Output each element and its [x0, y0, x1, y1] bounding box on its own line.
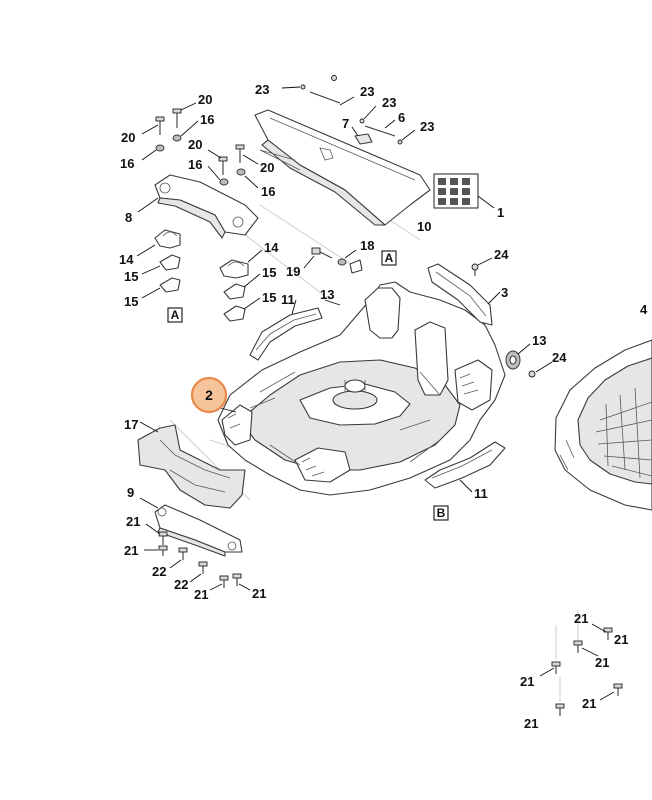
label-21-c: 21 — [194, 587, 208, 602]
part-15-clamp-left-a[interactable] — [141, 254, 181, 275]
label-21-b: 21 — [124, 543, 138, 558]
highlight-marker-part-2[interactable]: 2 — [190, 376, 237, 414]
label-15-b: 15 — [124, 294, 138, 309]
part-13-plug[interactable] — [324, 299, 341, 306]
label-14-right: 14 — [264, 240, 279, 255]
label-10: 10 — [417, 219, 431, 234]
label-23-d: 23 — [420, 119, 434, 134]
label-13-right: 13 — [532, 333, 546, 348]
label-20-b: 20 — [121, 130, 135, 145]
part-7-clip[interactable] — [351, 126, 373, 145]
label-16-c: 16 — [188, 157, 202, 172]
label-18: 18 — [360, 238, 374, 253]
ref-label: B — [437, 506, 446, 520]
label-20-c: 20 — [188, 137, 202, 152]
label-23-a: 23 — [255, 82, 269, 97]
reference-marker-b: B — [433, 505, 449, 521]
part-24-screw-upper[interactable] — [471, 257, 493, 276]
part-24-screw-lower[interactable] — [528, 361, 553, 378]
label-21-d: 21 — [252, 586, 266, 601]
label-24-upper: 24 — [494, 247, 509, 262]
part-11-upper-rail[interactable] — [249, 299, 323, 361]
label-22-b: 22 — [174, 577, 188, 592]
highlight-label: 2 — [205, 387, 213, 403]
part-22-screws[interactable] — [169, 547, 208, 583]
label-16-b: 16 — [120, 156, 134, 171]
part-4-grass-catcher[interactable] — [554, 339, 652, 511]
label-13-upper: 13 — [320, 287, 334, 302]
part-18-spacer[interactable] — [337, 249, 363, 274]
label-19: 19 — [286, 264, 300, 279]
part-9-mounting-bracket[interactable] — [139, 497, 243, 557]
label-11-lower: 11 — [474, 486, 488, 501]
part-21-screws-left[interactable] — [144, 523, 251, 591]
part-17-discharge-chute[interactable] — [137, 421, 246, 509]
part-number-labels: 1 3 4 6 7 8 9 10 11 11 13 13 14 14 15 15… — [119, 82, 648, 731]
part-13-grommet-right[interactable] — [505, 343, 531, 370]
part-15-clamp-left-b[interactable] — [141, 277, 181, 299]
label-20-a: 20 — [198, 92, 212, 107]
part-16-washers[interactable] — [141, 120, 259, 189]
label-1: 1 — [497, 205, 504, 220]
part-11-lower-rail[interactable] — [424, 441, 506, 493]
label-9: 9 — [127, 485, 134, 500]
part-2-mower-deck[interactable] — [217, 281, 506, 496]
label-15-d: 15 — [262, 290, 276, 305]
part-15-clamp-right-b[interactable] — [223, 297, 261, 322]
label-23-b: 23 — [360, 84, 374, 99]
label-21-f: 21 — [614, 632, 628, 647]
label-21-i: 21 — [582, 696, 596, 711]
part-23-pins[interactable] — [281, 75, 416, 145]
label-21-a: 21 — [126, 514, 140, 529]
label-21-g: 21 — [595, 655, 609, 670]
part-20-bolts[interactable] — [141, 102, 259, 175]
part-19-bolt[interactable] — [303, 247, 333, 269]
label-15-a: 15 — [124, 269, 138, 284]
label-14-left: 14 — [119, 252, 134, 267]
label-8: 8 — [125, 210, 132, 225]
label-20-d: 20 — [260, 160, 274, 175]
part-21-screws-right[interactable] — [539, 610, 623, 716]
reference-marker-a-upper: A — [381, 250, 397, 266]
reference-marker-a-lower: A — [167, 307, 183, 323]
label-11-upper: 11 — [281, 292, 295, 307]
label-17: 17 — [124, 417, 138, 432]
label-22-a: 22 — [152, 564, 166, 579]
label-21-j: 21 — [524, 716, 538, 731]
label-16-d: 16 — [261, 184, 275, 199]
part-8-handle-bracket[interactable] — [137, 174, 259, 239]
part-3-side-flap[interactable] — [427, 263, 501, 326]
label-16-a: 16 — [200, 112, 214, 127]
label-3: 3 — [501, 285, 508, 300]
part-10-rear-deflector[interactable] — [254, 109, 431, 226]
ref-label: A — [171, 308, 180, 322]
label-4: 4 — [640, 302, 648, 317]
part-14-clamp-right[interactable] — [219, 249, 263, 279]
label-23-c: 23 — [382, 95, 396, 110]
label-15-c: 15 — [262, 265, 276, 280]
part-6-rod[interactable] — [384, 119, 396, 129]
ref-label: A — [385, 251, 394, 265]
label-21-h: 21 — [520, 674, 534, 689]
label-24-right: 24 — [552, 350, 567, 365]
label-7: 7 — [342, 116, 349, 131]
part-1-warning-label[interactable] — [433, 173, 495, 209]
label-21-e: 21 — [574, 611, 588, 626]
label-6: 6 — [398, 110, 405, 125]
part-14-clamp-left[interactable] — [136, 229, 181, 257]
part-15-clamp-right-a[interactable] — [223, 273, 261, 300]
